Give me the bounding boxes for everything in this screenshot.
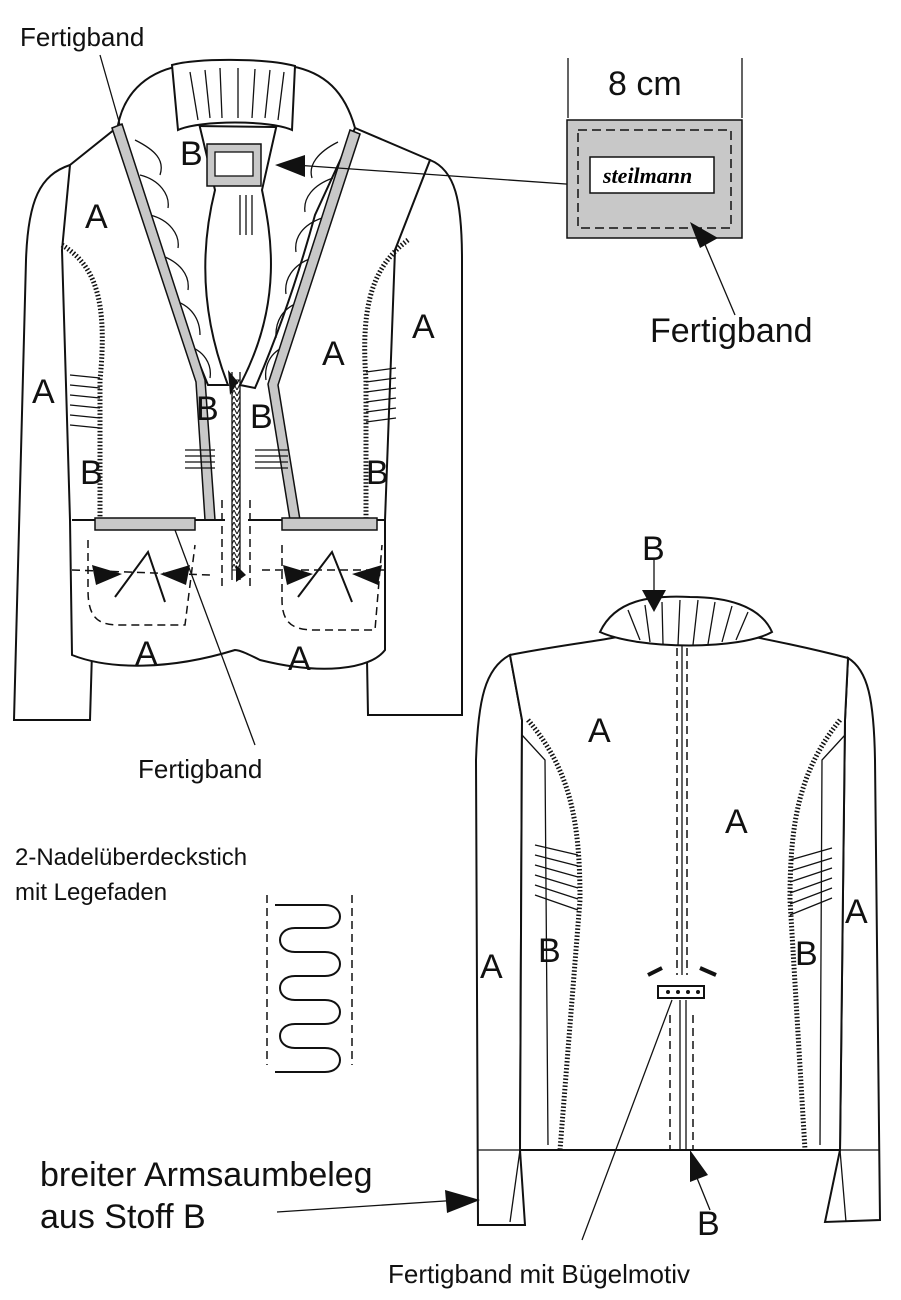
- front-jacket: [12, 58, 463, 721]
- label-detail: 8 cm steilmann Fertigband: [566, 58, 813, 350]
- fabric-letter-b: B: [196, 390, 219, 428]
- fabric-letter-b: B: [697, 1205, 720, 1243]
- front-leaders: [99, 54, 581, 746]
- fabric-letter-a: A: [135, 635, 158, 673]
- back-left-sleeve: [474, 653, 527, 1226]
- front-pocket-right: [262, 517, 385, 631]
- fabric-letter-a: A: [288, 640, 311, 678]
- fabric-letter-a: A: [480, 948, 503, 986]
- fabric-letter-b: B: [80, 454, 103, 492]
- fertigband-label-right: Fertigband: [650, 312, 813, 350]
- front-neck-ruffle: [170, 58, 297, 132]
- fabric-letter-a: A: [412, 308, 435, 346]
- fabric-letter-a: A: [322, 335, 345, 373]
- front-princess-seam-left: [60, 242, 105, 520]
- back-motif-tab: [657, 985, 705, 999]
- fertigband-label-bottom: Fertigband: [138, 754, 262, 784]
- back-collar: [598, 595, 774, 647]
- back-jacket: [474, 595, 882, 1226]
- front-princess-seam-right: [362, 238, 410, 520]
- fabric-letter-a: A: [588, 712, 611, 750]
- front-pocket-left: [71, 517, 211, 626]
- fertigband-label-top: Fertigband: [20, 22, 144, 52]
- stitch-title-line2: mit Legefaden: [15, 879, 167, 906]
- fabric-letter-b: B: [642, 530, 665, 568]
- stitch-sample: [275, 904, 341, 1073]
- fabric-letter-a: A: [85, 198, 108, 236]
- back-fertigband-label: Fertigband mit Bügelmotiv: [388, 1259, 690, 1289]
- front-body: [60, 123, 432, 670]
- fabric-letter-b: B: [538, 932, 561, 970]
- brand-tag: [589, 156, 715, 194]
- fabric-letter-b: B: [366, 454, 389, 492]
- armhem-label-line2: aus Stoff B: [40, 1198, 206, 1236]
- stitch-title-line1: 2-Nadelüberdeckstich: [15, 844, 247, 871]
- fabric-letter-a: A: [725, 803, 748, 841]
- measurement-label: 8 cm: [608, 65, 682, 103]
- armhem-label-line1: breiter Armsaumbeleg: [40, 1156, 373, 1194]
- fabric-letter-a: A: [32, 373, 55, 411]
- back-right-sleeve: [823, 656, 882, 1224]
- fabric-letter-b: B: [180, 135, 203, 173]
- fabric-letter-b: B: [250, 398, 273, 436]
- fabric-letter-a: A: [845, 893, 868, 931]
- back-princess-seam-left: [526, 718, 583, 1151]
- back-leaders: [276, 560, 711, 1241]
- front-collar-ruffle-right: [238, 64, 357, 390]
- back-princess-seam-right: [787, 718, 842, 1151]
- fabric-letter-b: B: [795, 935, 818, 973]
- brand-name: steilmann: [602, 163, 692, 188]
- stitch-detail: 2-Nadelüberdeckstich mit Legefaden: [15, 844, 353, 1073]
